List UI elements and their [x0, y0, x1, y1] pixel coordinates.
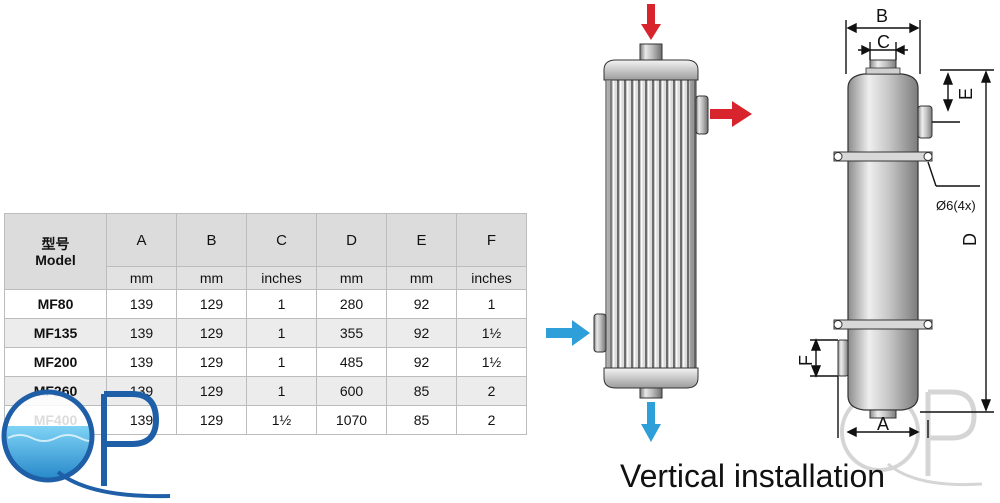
model-cell: MF135 [4, 318, 107, 348]
unit-cell: mm [386, 266, 457, 290]
table-row: MF200 139 129 1 485 92 1½ [4, 347, 527, 377]
unit-cell: mm [316, 266, 387, 290]
dim-label-f: F [796, 355, 816, 366]
column-header: B [206, 231, 217, 249]
table-cell: 92 [386, 318, 457, 348]
table-cell: 1½ [456, 347, 527, 377]
unit-cell: mm [106, 266, 177, 290]
qp-logo: QP [0, 386, 171, 499]
unit-cell: mm [176, 266, 247, 290]
dim-label-a: A [877, 414, 889, 434]
table-cell: 1½ [246, 405, 317, 435]
table-cell: 139 [106, 347, 177, 377]
table-cell: 600 [316, 376, 387, 406]
unit-cell: inches [456, 266, 527, 290]
dimension-drawing: B C D E F A Ø6(4x) [796, 6, 994, 438]
table-cell: 92 [386, 289, 457, 319]
logo-text: QP [0, 386, 2, 387]
column-header: C [276, 231, 287, 249]
dim-label-d: D [960, 233, 980, 246]
column-header: D [346, 231, 357, 249]
table-cell: 1070 [316, 405, 387, 435]
cold-inlet-arrow [546, 320, 590, 346]
table-cell: 129 [176, 376, 247, 406]
table-cell: 85 [386, 376, 457, 406]
hole-note: Ø6(4x) [936, 198, 976, 213]
table-cell: 1 [246, 347, 317, 377]
table-cell: 2 [456, 376, 527, 406]
table-unit-row: mm mm inches mm mm inches [4, 266, 527, 290]
dim-label-b: B [876, 6, 888, 26]
table-cell: 1 [456, 289, 527, 319]
heat-exchanger-illustration [546, 4, 752, 442]
hot-inlet-arrow [641, 4, 661, 40]
spec-table: 型号 Model A B C D E F mm mm inches mm mm … [4, 213, 527, 435]
table-row: MF135 139 129 1 355 92 1½ [4, 318, 527, 348]
model-header-en: Model [35, 251, 76, 268]
table-cell: 2 [456, 405, 527, 435]
column-header: A [136, 231, 147, 249]
table-cell: 1½ [456, 318, 527, 348]
table-row: MF80 139 129 1 280 92 1 [4, 289, 527, 319]
table-header-row: 型号 Model A B C D E F [4, 213, 527, 290]
model-cell: MF200 [4, 347, 107, 377]
caption: Vertical installation [620, 458, 886, 494]
table-cell: 1 [246, 318, 317, 348]
model-cell: MF80 [4, 289, 107, 319]
table-cell: 355 [316, 318, 387, 348]
table-cell: 1 [246, 289, 317, 319]
dim-label-c: C [877, 32, 890, 52]
model-header-cell: 型号 Model [4, 213, 107, 290]
table-cell: 1 [246, 376, 317, 406]
column-header: F [486, 231, 497, 249]
table-cell: 129 [176, 289, 247, 319]
dim-label-e: E [956, 88, 976, 100]
column-header: E [416, 231, 427, 249]
table-cell: 280 [316, 289, 387, 319]
model-header-cn: 型号 [41, 235, 70, 252]
cold-outlet-arrow [641, 402, 661, 442]
table-cell: 485 [316, 347, 387, 377]
table-cell: 92 [386, 347, 457, 377]
hot-outlet-arrow [710, 101, 752, 127]
table-cell: 129 [176, 347, 247, 377]
table-cell: 129 [176, 405, 247, 435]
table-cell: 139 [106, 376, 177, 406]
unit-cell: inches [246, 266, 317, 290]
table-cell: 139 [106, 289, 177, 319]
table-cell: 85 [386, 405, 457, 435]
table-cell: 139 [106, 318, 177, 348]
table-cell: 129 [176, 318, 247, 348]
